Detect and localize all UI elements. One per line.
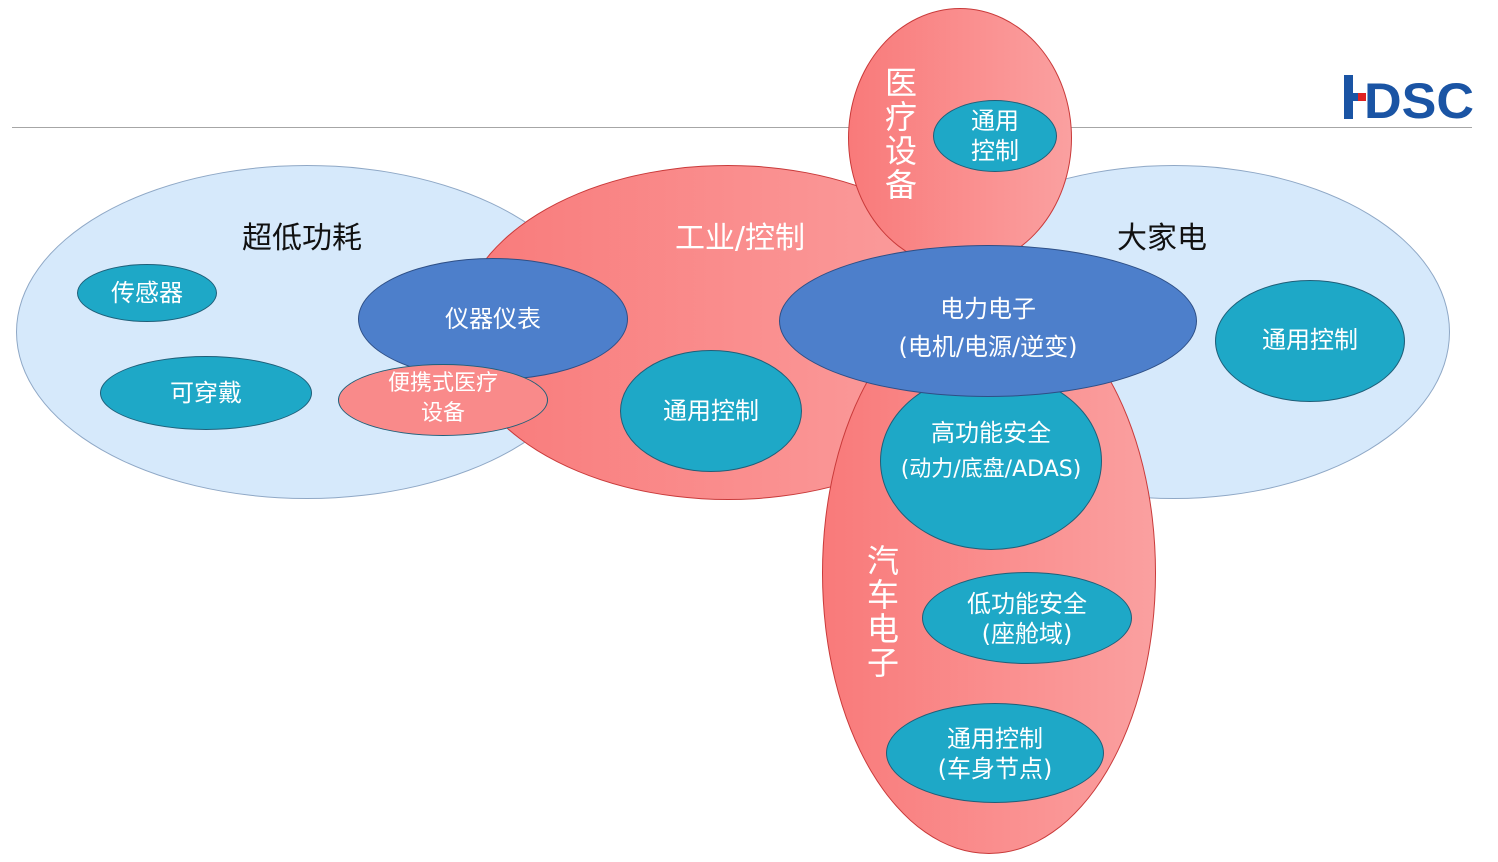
svg-text:DSC: DSC: [1364, 73, 1474, 121]
medical-title: 医疗设备: [880, 66, 918, 202]
low-power-title: 超低功耗: [242, 221, 362, 256]
sensor-label: 传感器: [111, 279, 183, 307]
power-electronics-bubble: [779, 245, 1197, 397]
appliance-general-label: 通用控制: [1262, 326, 1358, 354]
industrial-general-label: 通用控制: [663, 397, 759, 425]
header-divider: [12, 127, 1472, 128]
auto-low-safety-label-line1: 低功能安全: [967, 590, 1087, 618]
portable-medical-bubble: [338, 364, 548, 436]
medical-general-label-line2: 控制: [971, 137, 1019, 165]
wearable-bubble: [100, 356, 312, 430]
auto-low-safety-bubble: [922, 572, 1132, 664]
medical-general-bubble: [933, 100, 1057, 172]
instruments-bubble: [358, 258, 628, 380]
auto-general-label-line2: (车身节点): [937, 755, 1053, 783]
portable-medical-label-line2: 设备: [420, 401, 465, 426]
appliance-general-bubble: [1215, 280, 1405, 402]
appliance-title: 大家电: [1117, 221, 1207, 256]
sensor-bubble: [77, 264, 217, 322]
industrial-title: 工业/控制: [674, 221, 806, 256]
auto-high-safety-label-line2: (动力/底盘/ADAS): [900, 457, 1082, 482]
instruments-label: 仪器仪表: [445, 305, 541, 333]
power-electronics-label-line2: (电机/电源/逆变): [898, 333, 1078, 361]
industrial-general-bubble: [620, 350, 802, 472]
auto-high-safety-label-line1: 高功能安全: [931, 419, 1051, 447]
hdsc-logo-graphic: DSC: [1344, 73, 1474, 121]
auto-low-safety-label-line2: (座舱域): [981, 620, 1073, 648]
wearable-label: 可穿戴: [170, 379, 242, 407]
auto-general-bubble: [886, 703, 1104, 803]
portable-medical-label-line1: 便携式医疗: [387, 371, 498, 396]
auto-general-label-line1: 通用控制: [947, 725, 1043, 753]
auto-title: 汽车电子: [862, 544, 900, 680]
hdsc-logo: DSC: [1344, 73, 1474, 121]
medical-general-label-line1: 通用: [971, 107, 1019, 135]
power-electronics-label-line1: 电力电子: [940, 295, 1036, 323]
